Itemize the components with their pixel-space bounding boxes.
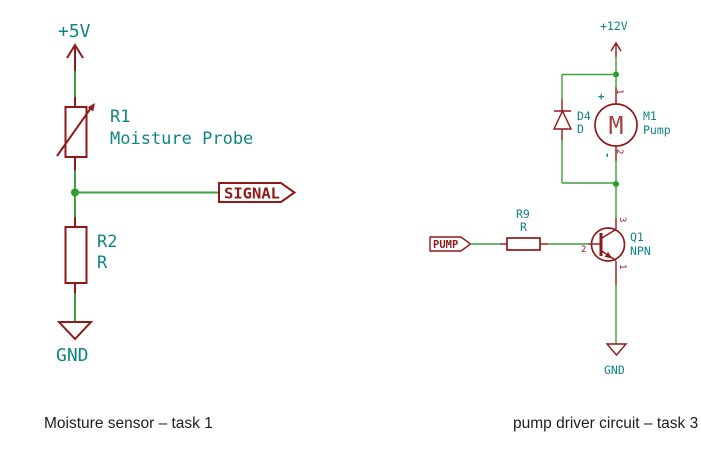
- d4-diode-body: [552, 99, 573, 140]
- r9-reference: R9: [516, 207, 530, 221]
- power-arrow-5v-icon: [66, 43, 84, 72]
- gnd-label-left: GND: [56, 345, 89, 366]
- gnd-symbol-left-icon: [56, 321, 94, 341]
- motor-reference: M1: [643, 109, 657, 123]
- r1-resistor-body: [56, 103, 95, 158]
- power-arrow-12v-icon: [610, 41, 622, 57]
- q1-pin3-number: 3: [617, 217, 627, 222]
- right-circuit: +12V D4 D + 1: [429, 19, 671, 377]
- motor-pin1-number: 1: [614, 89, 624, 94]
- motor-value: Pump: [643, 123, 671, 137]
- r2-value: R: [97, 253, 108, 273]
- q1-pin1-number: 1: [617, 264, 627, 269]
- motor-letter: M: [608, 111, 623, 140]
- motor-plus-mark: +: [598, 91, 604, 103]
- gnd-symbol-right-icon: [605, 343, 628, 357]
- m1-motor-body: M: [594, 103, 638, 147]
- motor-pin2-number: 2: [614, 149, 624, 154]
- left-circuit: +5V R1 Moisture Probe SIGNAL: [56, 21, 297, 366]
- pump-global-label: PUMP: [429, 236, 472, 252]
- r9-resistor-body: [506, 237, 541, 251]
- d4-reference: D4: [577, 109, 591, 123]
- q1-value: NPN: [630, 244, 651, 258]
- right-circuit-caption: pump driver circuit – task 3: [513, 415, 699, 432]
- r1-value: Moisture Probe: [110, 129, 253, 149]
- power-flag-12v-label: +12V: [600, 19, 628, 33]
- r2-reference: R2: [97, 232, 117, 252]
- r2-resistor-body: [64, 226, 88, 284]
- motor-minus-mark: -: [601, 152, 613, 158]
- r1-reference: R1: [110, 107, 130, 127]
- q1-pin2-number: 2: [581, 245, 586, 255]
- power-flag-5v-label: +5V: [58, 21, 91, 42]
- gnd-label-right: GND: [604, 363, 625, 377]
- signal-label-text: SIGNAL: [224, 185, 280, 203]
- signal-global-label: SIGNAL: [218, 182, 297, 203]
- left-circuit-caption: Moisture sensor – task 1: [44, 415, 213, 432]
- q1-reference: Q1: [630, 230, 644, 244]
- pump-label-text: PUMP: [433, 239, 458, 251]
- r9-value: R: [520, 220, 527, 234]
- d4-value: D: [577, 122, 584, 136]
